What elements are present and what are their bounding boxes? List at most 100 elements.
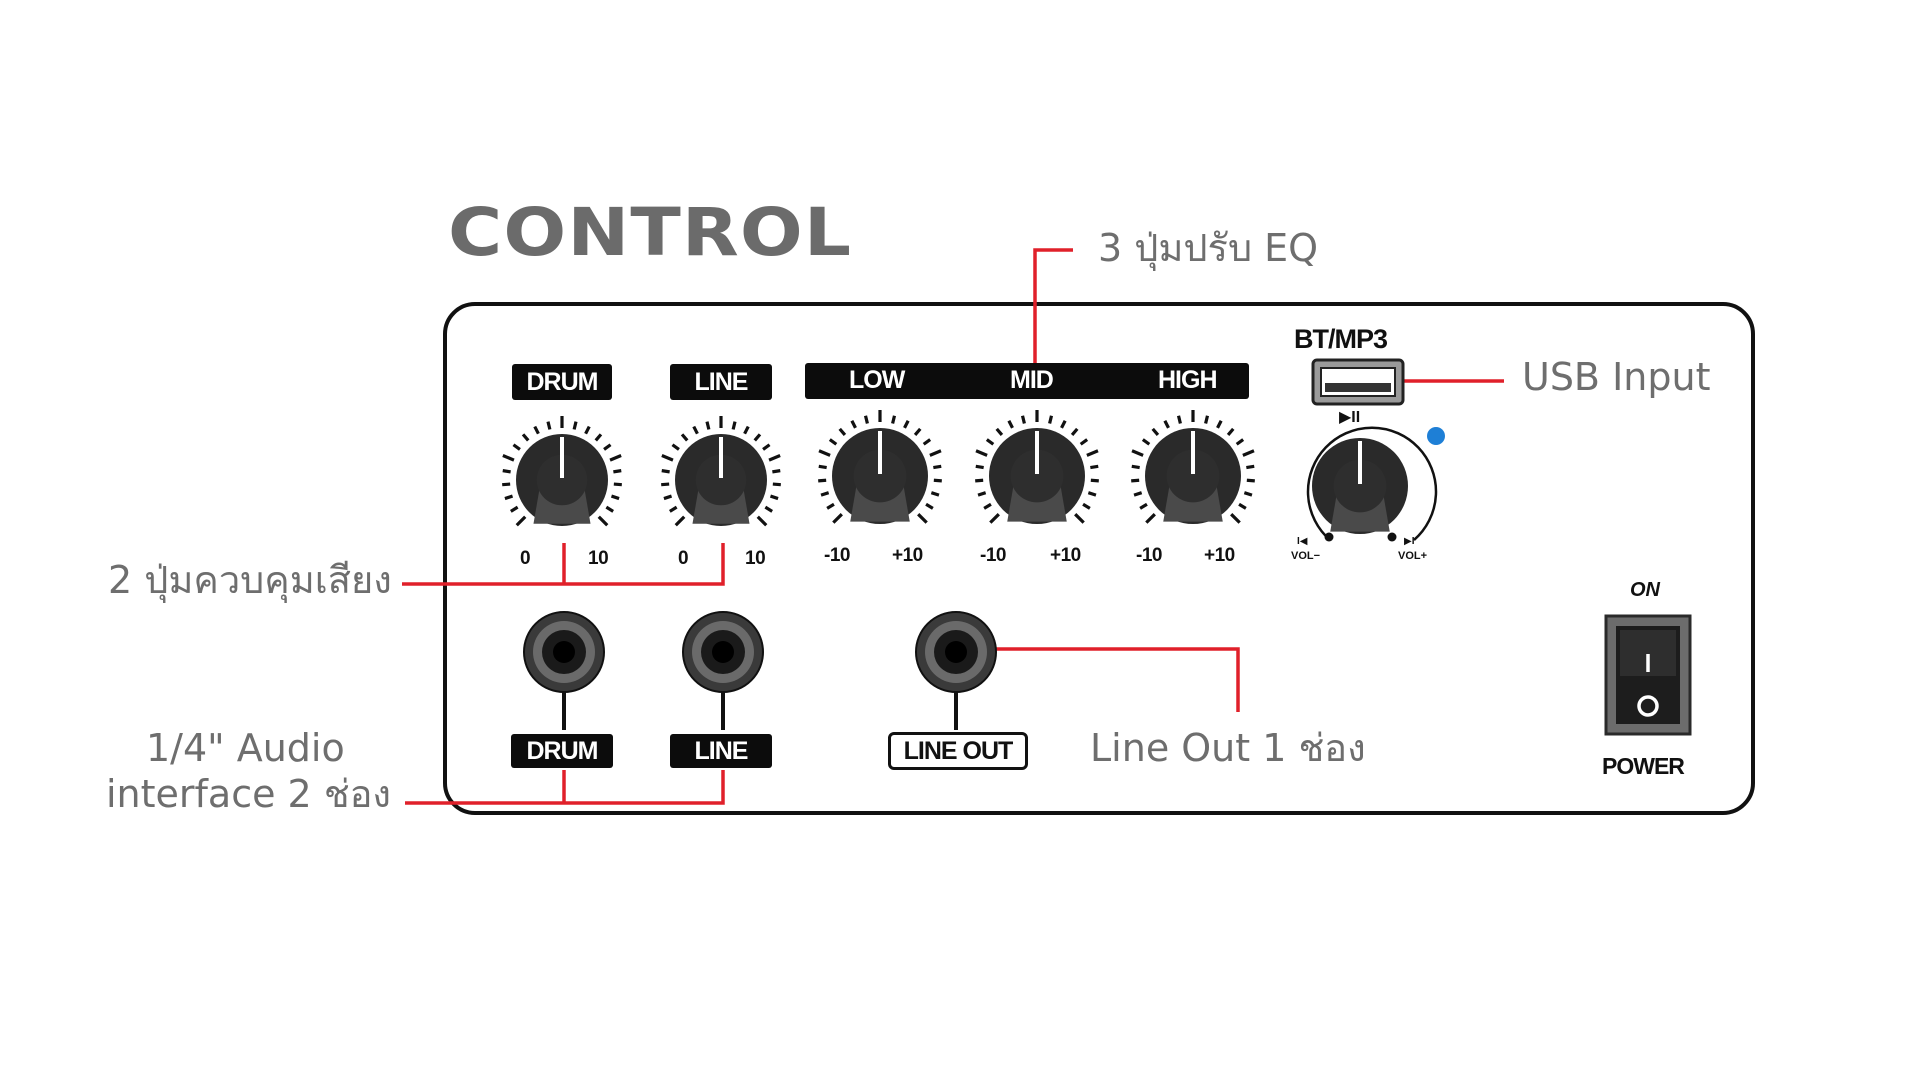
audio-callout-line (405, 770, 725, 805)
knob-tick (1243, 491, 1253, 497)
knob-cap (1010, 449, 1064, 503)
knob-cap (1333, 459, 1387, 513)
knob-tick (743, 425, 750, 435)
knob-tick (671, 443, 680, 451)
knob-tick (756, 515, 768, 527)
knob-tick (1145, 513, 1156, 524)
knob-mid[interactable] (975, 410, 1099, 524)
knob-tick (764, 505, 773, 513)
callout-eq: 3 ปุ่มปรับ EQ (1098, 226, 1319, 270)
knob-tick (975, 449, 988, 457)
knob-tick (1246, 464, 1255, 470)
knob-tick (838, 427, 847, 436)
knob-tick (983, 502, 992, 510)
callout-audio-line2: interface 2 ช่อง (106, 772, 391, 816)
knob-tick (613, 482, 622, 487)
eq-callout-line (1033, 248, 1073, 365)
knob-tick (977, 491, 987, 497)
knob-tick (772, 482, 781, 487)
knob-tick (933, 464, 942, 470)
knob-tick (1139, 502, 1148, 510)
knob-cap (695, 454, 747, 506)
knob-tick (1082, 502, 1091, 510)
knob-tick (610, 494, 620, 501)
knob-tick (613, 469, 622, 474)
knob-tick (597, 515, 609, 527)
knob-tick (661, 454, 674, 462)
knob-tick (1176, 415, 1182, 424)
knob-tick (930, 491, 940, 497)
knob-tick (1079, 438, 1089, 446)
knob-tick (768, 454, 781, 462)
callout-audio-line1: 1/4" Audio (146, 726, 345, 770)
control-panel-outline (443, 302, 1755, 815)
jack-drum-input[interactable] (523, 611, 605, 693)
knob-tick (818, 464, 827, 470)
knob-tick (663, 494, 673, 501)
knob-media-volume[interactable] (1312, 438, 1408, 534)
jack-hole (945, 641, 967, 663)
knob-tick (1133, 491, 1143, 497)
knob-tick (1087, 491, 1097, 497)
knob-tick (826, 502, 835, 510)
knob-high[interactable] (1131, 410, 1255, 524)
page-title: CONTROL (448, 194, 853, 271)
jack-line-input[interactable] (682, 611, 764, 693)
label-drum-jack: DRUM (511, 734, 613, 768)
knob-cap (536, 454, 588, 506)
knob-drum[interactable] (502, 416, 622, 527)
knob-line[interactable] (661, 416, 781, 527)
knob-tick (1246, 478, 1255, 483)
knob-tick (674, 515, 686, 527)
knob-tick (1131, 464, 1140, 470)
knob-tick (818, 449, 831, 457)
power-label: POWER (1602, 753, 1685, 779)
vol-minus-dot (1324, 532, 1334, 542)
line-out-callout-line (995, 647, 1240, 712)
power-switch[interactable] (1604, 614, 1692, 736)
vol-plus-label: VOL+ (1398, 550, 1428, 562)
knob-tick (1090, 478, 1099, 483)
knob-tick (753, 433, 762, 442)
knob-tick (1230, 513, 1241, 524)
knob-tick (1060, 420, 1067, 429)
knob-tick (603, 443, 612, 451)
knob-tick (584, 425, 591, 435)
knob-tick (1163, 420, 1170, 429)
knob-low[interactable] (818, 410, 942, 524)
knob-tick (1235, 438, 1245, 446)
knob-tick (1007, 420, 1014, 429)
knob-tick (1086, 449, 1099, 457)
knob-tick (929, 449, 942, 457)
knob-tick (692, 425, 699, 435)
knob-tick (975, 478, 984, 483)
knob-tick (832, 513, 843, 524)
knob-tick (1090, 464, 1099, 470)
knob-tick (1141, 438, 1151, 446)
low-scale-min: -10 (824, 545, 850, 566)
knob-tick (731, 421, 737, 430)
knob-tick (521, 433, 530, 442)
knob-tick (891, 415, 897, 424)
label-low-knob: LOW (849, 366, 905, 394)
high-scale-min: -10 (1136, 545, 1162, 566)
mid-scale-max: +10 (1050, 545, 1081, 566)
knob-tick (917, 513, 928, 524)
knob-tick (609, 454, 622, 462)
bt-indicator-led (1427, 427, 1445, 445)
knob-tick (546, 421, 552, 430)
knob-tick (850, 420, 857, 429)
knob-tick (989, 513, 1000, 524)
knob-tick (913, 427, 922, 436)
knob-tick (1020, 415, 1026, 424)
jack-hole (712, 641, 734, 663)
knob-tick (680, 433, 689, 442)
knob-tick (502, 454, 515, 462)
jack-line-out[interactable] (915, 611, 997, 693)
mid-scale-min: -10 (980, 545, 1006, 566)
usb-port[interactable] (1311, 358, 1405, 406)
callout-usb: USB Input (1522, 355, 1711, 399)
drum-scale-max: 10 (588, 548, 609, 569)
play-pause-icon: ▶II (1339, 409, 1361, 426)
